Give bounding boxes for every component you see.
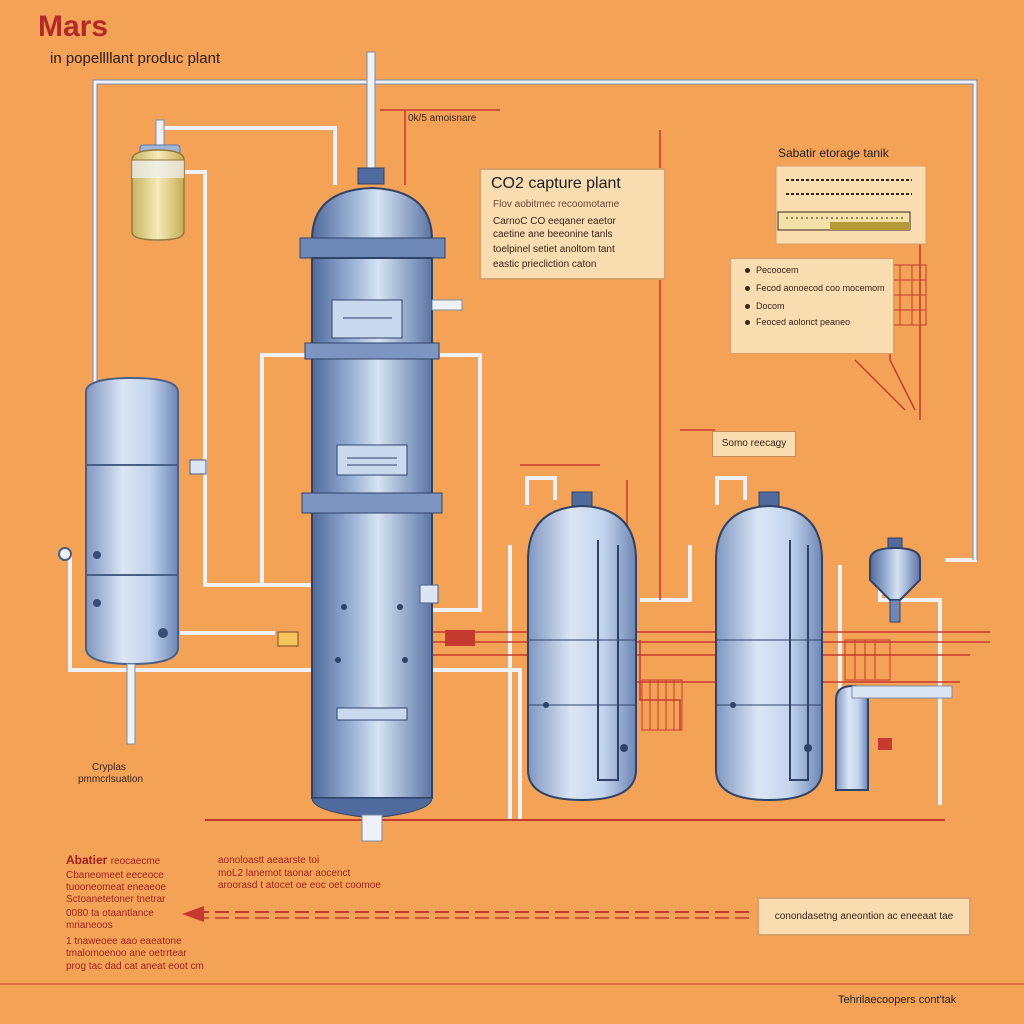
cryo-label-1: Cryplas: [92, 762, 126, 773]
co2-box-line: toelpinel setiet anoltom tant: [493, 244, 615, 255]
bottom-left-line: Sctoanetetoner tnetrar: [66, 894, 166, 905]
bottom-left-heading: Abatier reocaecme: [66, 853, 161, 867]
bottom-left-line: prog tac dad cat aneat eoot cm: [66, 961, 204, 972]
valves: [277, 630, 475, 647]
main-reactor-column: [299, 51, 463, 842]
page-title: Mars: [38, 10, 109, 43]
bottom-left-line: tuooneomeat eneaeoe: [66, 882, 167, 893]
co2-box-line: CarnoC CO eeqaner eaetor: [493, 216, 616, 227]
bullet-icon: [745, 268, 750, 274]
bottom-left-line: Cbaneomeet eeceoce: [66, 870, 164, 881]
bottom-left-line: mrianeoos: [66, 920, 113, 931]
pipe-outline: [92, 79, 978, 560]
note-box: conondasetng aneontion ac eneeaat tae: [757, 897, 971, 936]
co2-box-line: Flov aobitmec recoomotame: [493, 199, 620, 210]
somo-recovery-tag: Somo reecagy: [712, 431, 796, 457]
bottom-left-line: tmalomoenoo ane oetrrtear: [66, 948, 187, 959]
bottom-center-line: aonoloastt aeaarste toi: [218, 855, 320, 866]
sabatier-storage-gauge: [775, 165, 927, 245]
footer-credit: Tehrilaecoopers cont'tak: [838, 994, 957, 1006]
bullet-icon: [745, 286, 750, 292]
list-item: Pecoocem: [745, 265, 799, 275]
column-top-label: 0k/5 amoisnare: [408, 113, 477, 124]
co2-capture-box: CO2 capture plant Flov aobitmec recoomot…: [479, 168, 666, 280]
bullet-icon: [745, 304, 750, 310]
sabatier-hopper: [835, 537, 953, 791]
bottom-center-line: moL2 lanemot taonar aocenct: [218, 868, 351, 879]
cryo-label-2: pmmcrlsuation: [78, 774, 144, 785]
bottom-center-line: aroorasd t atocet oe eoc oet coomoe: [218, 880, 381, 891]
right-separator-vessel: [715, 491, 823, 802]
co2-box-line: caetine ane beeonine tanls: [493, 229, 613, 240]
middle-separator-vessel: [527, 491, 637, 802]
bottom-left-line: 1 tnaweoee aao eaeatone: [66, 936, 182, 947]
small-reservoir: [131, 119, 185, 241]
co2-box-heading: CO2 capture plant: [491, 175, 621, 192]
list-item: Fecod aonoecod coo mocemom: [745, 283, 885, 293]
sabatier-checklist: Pecoocem Fecod aonoecod coo mocemom Doco…: [730, 258, 894, 354]
pipe-network: [68, 80, 977, 821]
page-subtitle: in popellllant produc plant: [50, 50, 221, 67]
bottom-left-line: 0080 ta otaantlance: [66, 908, 154, 919]
list-item: Docom: [745, 301, 785, 311]
left-storage-tank: [58, 376, 207, 745]
list-item: Feoced aolonct peaneo: [745, 317, 850, 327]
sabatier-storage-label: Sabatir etorage tanik: [778, 146, 889, 160]
return-arrow: [182, 906, 755, 922]
co2-box-line: eastic priecliction caton: [493, 259, 597, 270]
bullet-icon: [745, 320, 750, 326]
